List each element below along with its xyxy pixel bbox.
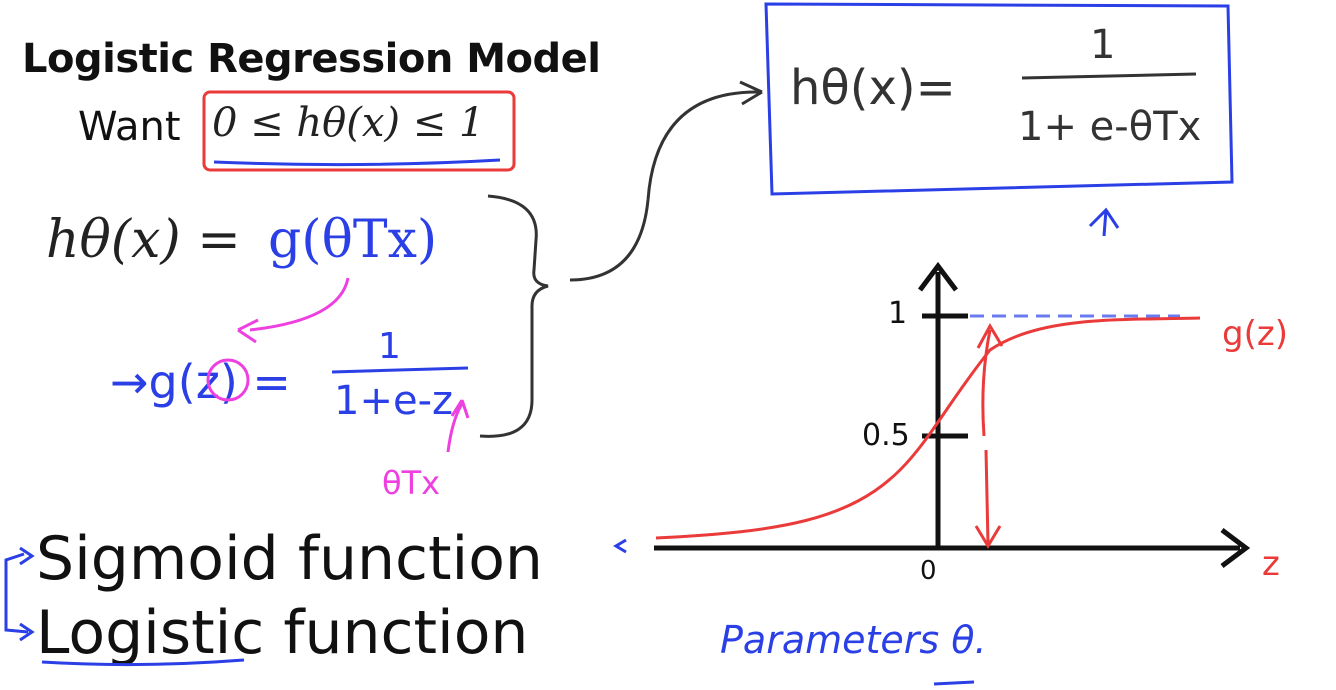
boxed-formula-numerator: 1 bbox=[1090, 22, 1115, 68]
x-axis-arrow-icon bbox=[1220, 528, 1251, 568]
x-axis-label: z bbox=[1262, 544, 1280, 584]
theta-arrow-head bbox=[450, 399, 470, 419]
connector-arrow-head bbox=[739, 80, 763, 106]
upper-arrow-head-icon bbox=[976, 322, 1004, 349]
sigmoid-def-denominator: 1+e-z bbox=[334, 378, 453, 424]
sigmoid-def-lhs: →g(z) = bbox=[110, 355, 291, 409]
hypothesis-lhs: hθ(x) = bbox=[46, 210, 241, 270]
g-arrow-head bbox=[237, 318, 259, 344]
grouping-brace bbox=[479, 194, 549, 438]
y-axis-arrow-icon bbox=[918, 261, 958, 292]
logistic-function-label: Logistic function bbox=[36, 598, 529, 668]
theta-underline bbox=[933, 680, 975, 686]
y-tick-0-5: 0.5 bbox=[862, 418, 910, 453]
logistic-underline bbox=[41, 658, 245, 667]
sigmoid-def-numerator: 1 bbox=[378, 326, 401, 367]
sigmoid-function-label: Sigmoid function bbox=[36, 524, 543, 594]
names-bracket bbox=[4, 552, 29, 634]
want-expression: 0 ≤ hθ(x) ≤ 1 bbox=[212, 100, 485, 146]
formula-box bbox=[764, 2, 1234, 196]
theta-arrow bbox=[446, 403, 464, 453]
upper-arrow bbox=[981, 329, 992, 437]
want-underline bbox=[213, 158, 501, 167]
sigmoid-curve bbox=[655, 316, 1201, 540]
want-highlight-box bbox=[202, 90, 516, 172]
connector-arrow bbox=[569, 90, 761, 282]
slide-title: Logistic Regression Model bbox=[22, 36, 601, 82]
lower-arrow-head-icon bbox=[974, 525, 1002, 549]
bracket-arrow-bottom-icon bbox=[19, 622, 35, 642]
sigmoid-fraction-bar bbox=[331, 366, 469, 374]
left-marker-icon bbox=[613, 538, 627, 554]
boxed-formula-lhs: hθ(x)= bbox=[790, 60, 956, 116]
boxed-formula-denominator: 1+ e-θTx bbox=[1018, 104, 1201, 150]
want-label: Want bbox=[78, 104, 181, 150]
y-tick-1: 1 bbox=[888, 296, 908, 331]
x-tick-0: 0 bbox=[920, 556, 937, 586]
z-circle bbox=[206, 358, 250, 402]
hypothesis-rhs: g(θTx) bbox=[268, 210, 438, 270]
sigmoid-note: θTx bbox=[382, 464, 440, 502]
lower-arrow bbox=[984, 449, 990, 545]
box-pointer-icon bbox=[1088, 207, 1120, 237]
parameters-note: Parameters θ. bbox=[720, 618, 987, 662]
boxed-fraction-bar bbox=[1021, 72, 1197, 80]
bracket-arrow-top-icon bbox=[19, 546, 35, 566]
g-arrow bbox=[249, 277, 350, 332]
curve-label: g(z) bbox=[1222, 314, 1288, 354]
